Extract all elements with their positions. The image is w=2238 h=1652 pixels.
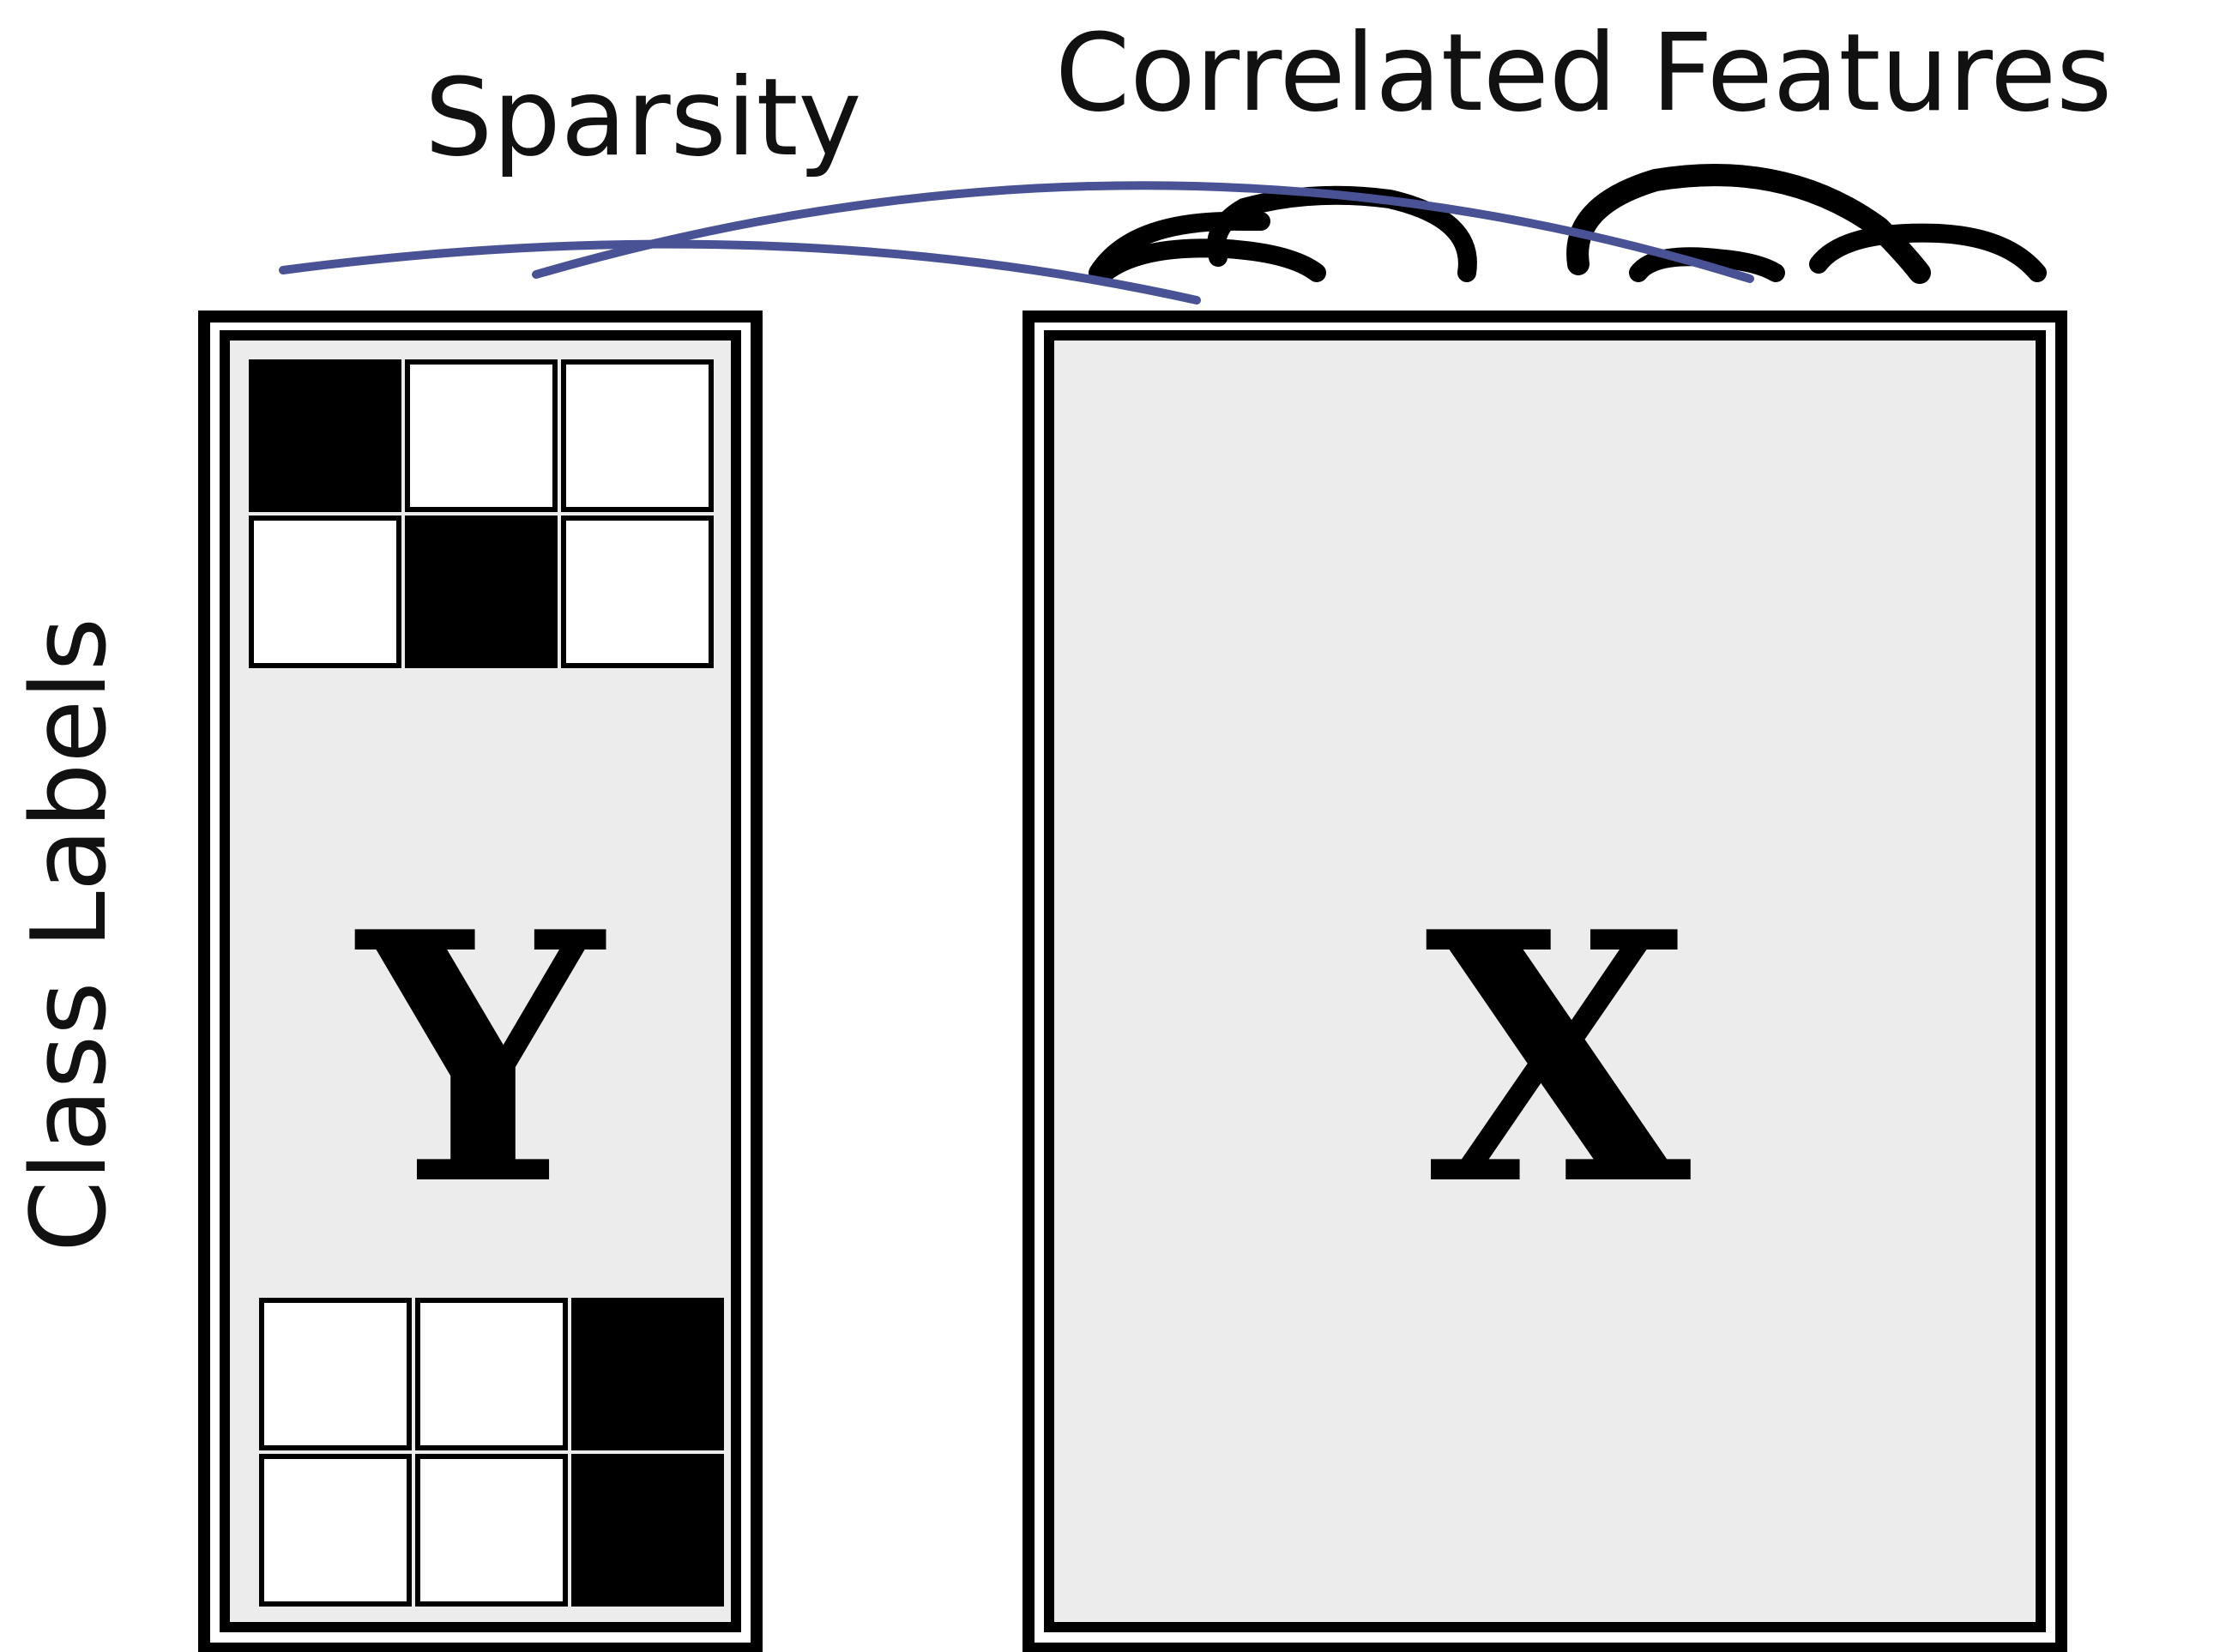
- label-grid-bottom-cell-1-1-empty: [415, 1454, 568, 1607]
- label-grid-bottom-cell-1-2-filled: [571, 1454, 724, 1607]
- x-matrix-panel: [1044, 330, 2046, 1632]
- label-grid-bottom: [259, 1298, 724, 1607]
- label-grid-bottom-cell-0-1-empty: [415, 1298, 568, 1450]
- correlation-arc-2: [1095, 238, 1326, 282]
- correlated-features-label: Correlated Features: [1055, 11, 2112, 136]
- sparsity-label: Sparsity: [425, 56, 862, 180]
- label-grid-top-cell-1-1-filled: [405, 515, 558, 668]
- class-labels-label: Class Labels: [10, 618, 130, 1252]
- x-matrix-symbol: X: [1425, 858, 1693, 1261]
- x-matrix: X: [1022, 311, 2067, 1652]
- label-grid-top-cell-0-2-empty: [561, 359, 714, 512]
- label-grid-top-cell-1-2-empty: [561, 515, 714, 668]
- label-grid-top-cell-1-0-empty: [249, 515, 401, 668]
- label-grid-top-cell-0-1-empty: [405, 359, 558, 512]
- label-grid-bottom-cell-0-2-filled: [571, 1298, 724, 1450]
- correlation-arc-6: [1809, 223, 2047, 282]
- label-grid-bottom-cell-1-0-empty: [259, 1454, 412, 1607]
- y-matrix: Y: [198, 311, 763, 1652]
- label-grid-top: [249, 359, 714, 668]
- label-grid-top-cell-0-0-filled: [249, 359, 401, 512]
- sparsity-line-1: [279, 239, 1201, 304]
- sparsity-lines: [279, 181, 1754, 304]
- y-matrix-symbol: Y: [353, 858, 610, 1261]
- correlation-arc-5: [1629, 247, 1785, 282]
- sparsity-line-2: [532, 181, 1754, 283]
- label-grid-bottom-cell-0-0-empty: [259, 1298, 412, 1450]
